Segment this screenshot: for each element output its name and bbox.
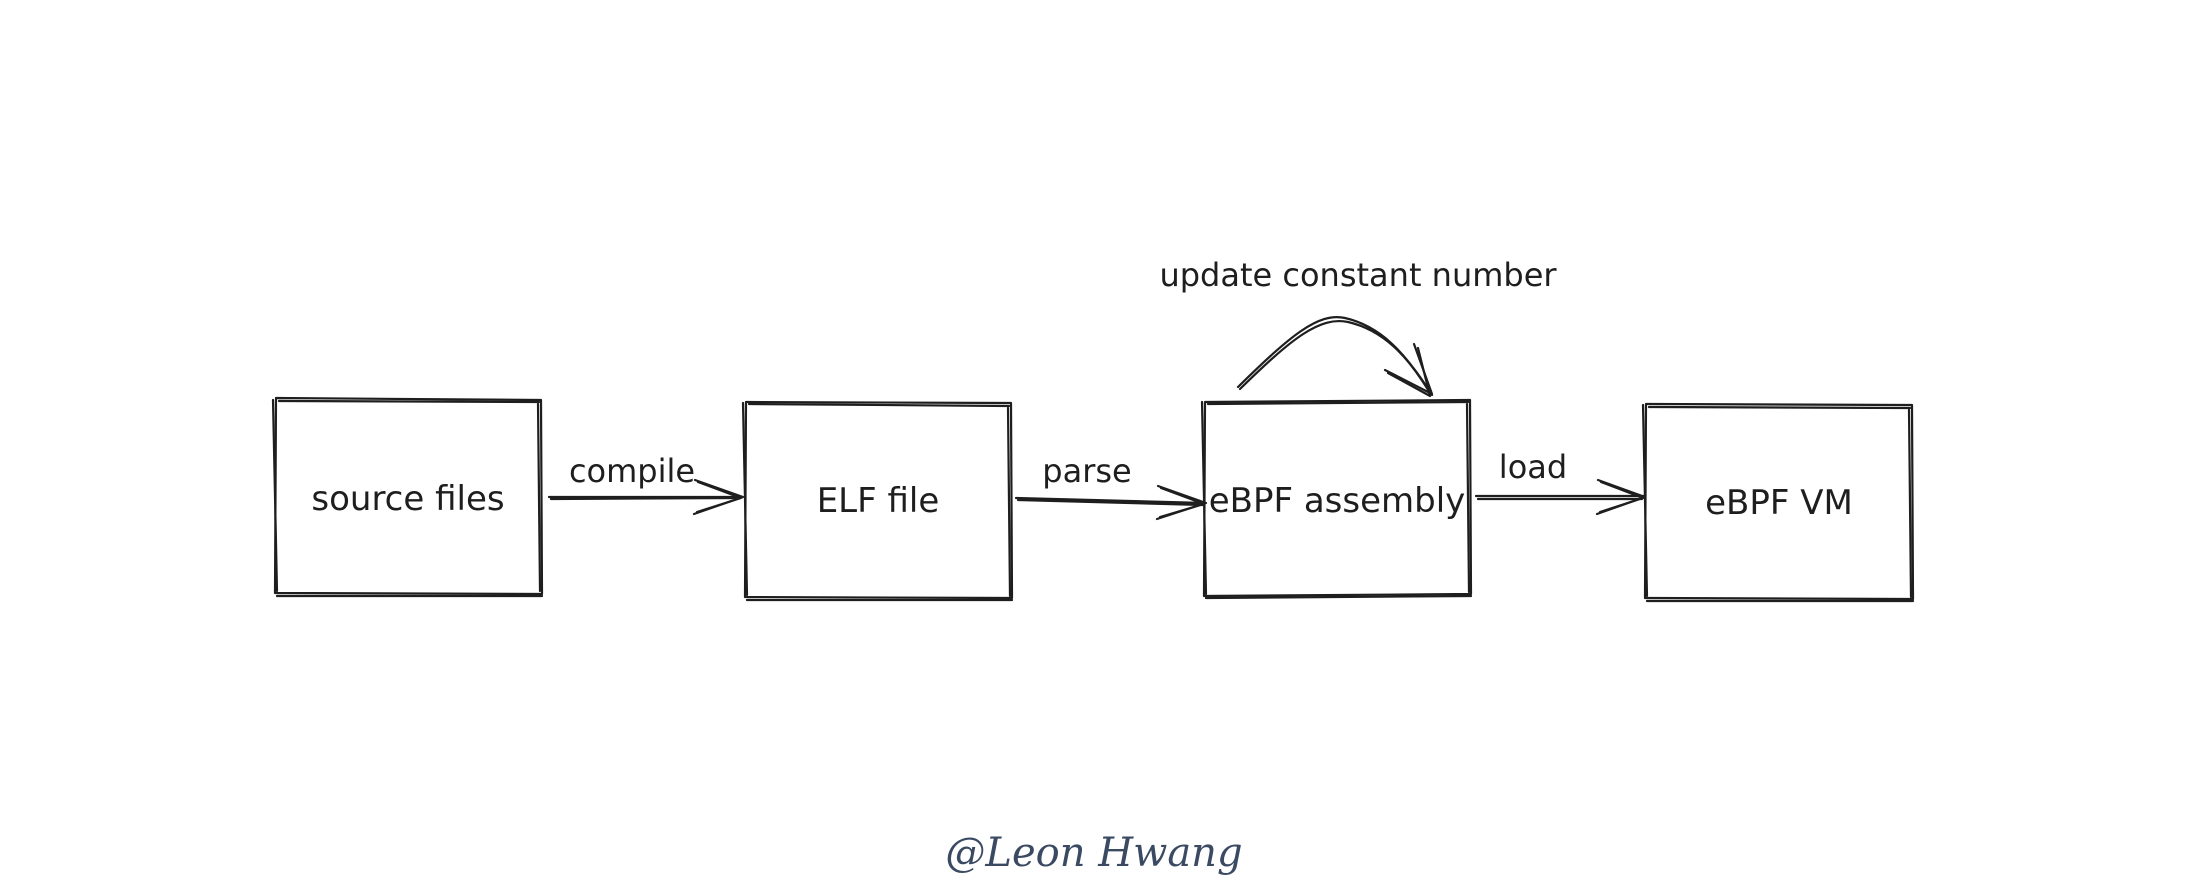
edge-load: load — [1474, 448, 1647, 516]
edge-parse: parse — [1014, 452, 1208, 521]
node-ebpf-assembly: eBPF assembly — [1200, 398, 1473, 600]
node-source-files: source files — [271, 396, 544, 598]
node-label: eBPF VM — [1705, 483, 1853, 523]
node-label: source files — [311, 479, 504, 519]
edge-label: load — [1499, 448, 1567, 486]
edge-label: parse — [1042, 452, 1131, 490]
node-label: eBPF assembly — [1209, 481, 1466, 521]
author-watermark: @Leon Hwang — [945, 830, 1242, 876]
node-elf-file: ELF file — [741, 400, 1014, 602]
edge-label: compile — [569, 452, 695, 490]
edge-label: update constant number — [1159, 256, 1557, 294]
edge-compile: compile — [547, 452, 745, 516]
node-ebpf-vm: eBPF VM — [1641, 402, 1915, 603]
node-label: ELF file — [817, 481, 940, 521]
edge-update-constant-number: update constant number — [1159, 256, 1557, 398]
